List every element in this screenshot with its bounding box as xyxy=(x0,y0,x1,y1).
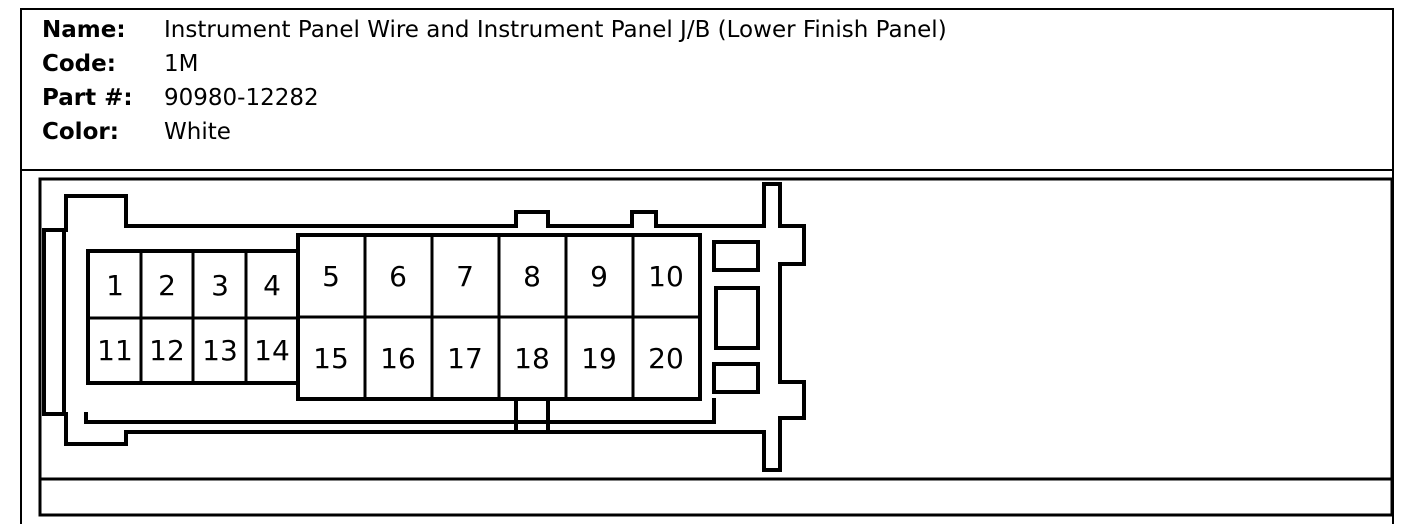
part-label: Part #: xyxy=(42,85,133,111)
pin-label: 11 xyxy=(97,334,133,367)
name-label: Name: xyxy=(42,17,126,43)
pin-label: 9 xyxy=(590,260,608,293)
pin-label: 4 xyxy=(263,269,281,302)
pin-label: 20 xyxy=(648,342,684,375)
pin-label: 7 xyxy=(456,260,474,293)
pin-label: 19 xyxy=(581,342,617,375)
pin-label: 17 xyxy=(447,342,483,375)
pin-label: 13 xyxy=(202,334,238,367)
pin-label: 3 xyxy=(211,269,229,302)
connector-housing xyxy=(42,182,806,472)
code-value: 1M xyxy=(164,51,199,77)
pin-label: 12 xyxy=(149,334,185,367)
pin-label: 1 xyxy=(106,269,124,302)
color-label: Color: xyxy=(42,119,119,145)
footer-box xyxy=(38,477,1394,517)
pin-dividers xyxy=(88,235,700,399)
pin-label: 5 xyxy=(322,260,340,293)
part-value: 90980-12282 xyxy=(164,85,319,111)
pin-label: 16 xyxy=(380,342,416,375)
name-value: Instrument Panel Wire and Instrument Pan… xyxy=(164,17,947,43)
pin-label: 18 xyxy=(514,342,550,375)
pin-label: 2 xyxy=(158,269,176,302)
pin-label: 14 xyxy=(254,334,290,367)
pin-label: 15 xyxy=(313,342,349,375)
pin-label: 6 xyxy=(389,260,407,293)
pin-label: 10 xyxy=(648,260,684,293)
color-value: White xyxy=(164,119,231,145)
pin-label: 8 xyxy=(523,260,541,293)
code-label: Code: xyxy=(42,51,116,77)
